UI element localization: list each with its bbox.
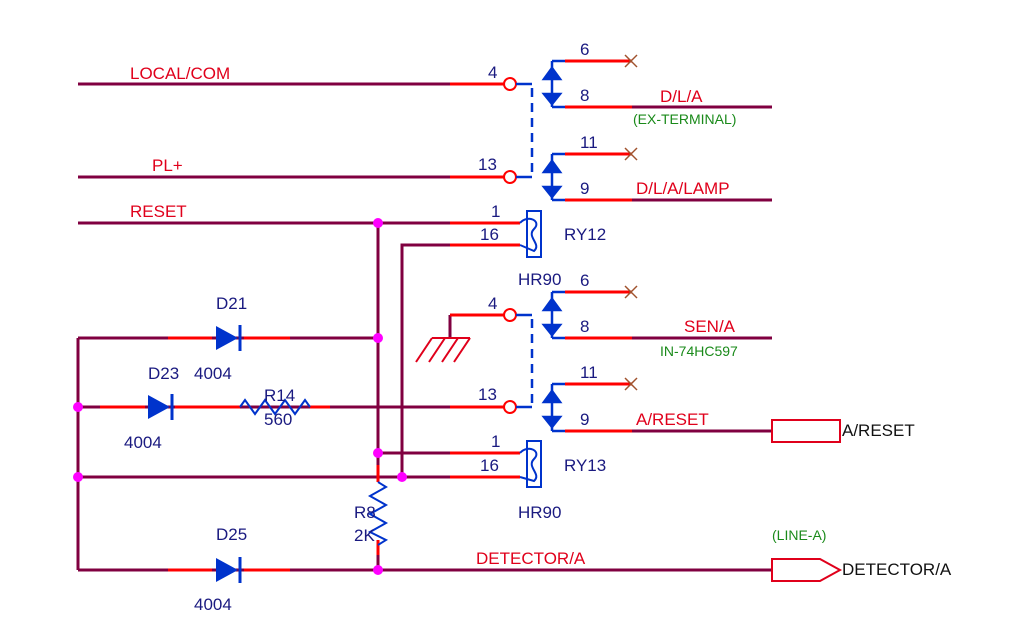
diode-body <box>216 326 238 350</box>
pin-number: 11 <box>580 133 598 152</box>
resistor-value-r14: 560 <box>264 410 292 429</box>
diode-body <box>216 558 238 582</box>
net-label-a-reset: A/RESET <box>636 410 709 429</box>
pin-number: 13 <box>478 385 497 404</box>
net-label-local-com: LOCAL/COM <box>130 64 230 83</box>
contact-tip-down <box>541 185 563 200</box>
pin-number: 16 <box>480 225 499 244</box>
diode-d23 <box>148 394 174 420</box>
port-a-reset <box>771 419 841 443</box>
contact-tip-down <box>541 415 563 430</box>
relay-ry12-contacts <box>503 59 565 202</box>
contact-circle <box>503 170 517 184</box>
junction-dot <box>373 565 383 575</box>
junction-dot <box>73 472 83 482</box>
net-label-reset: RESET <box>130 202 187 221</box>
contact-circle <box>503 77 517 91</box>
coil-body <box>526 440 542 488</box>
coil-body <box>526 210 542 258</box>
pin-number: 6 <box>580 271 589 290</box>
pin-number: 9 <box>580 410 589 429</box>
port-label-detector-a: DETECTOR/A <box>842 560 952 579</box>
diode-ref-d25: D25 <box>216 525 247 544</box>
comment-ex-terminal: (EX-TERMINAL) <box>633 111 736 127</box>
coil-winding <box>519 217 538 253</box>
no-connect-markers <box>624 54 638 391</box>
pin-number: 13 <box>478 155 497 174</box>
net-label-detector-a: DETECTOR/A <box>476 549 586 568</box>
contact-tip-up <box>541 65 563 81</box>
relay-ref-ry13: RY13 <box>564 456 606 475</box>
contact-tip-down <box>541 323 563 338</box>
pin-number: 9 <box>580 179 589 198</box>
relay-ry13-contacts <box>503 290 565 433</box>
pin-number: 4 <box>488 63 497 82</box>
diode-value-d21: 4004 <box>194 364 232 383</box>
contact-circle <box>503 308 517 322</box>
pin-number: 4 <box>488 294 497 313</box>
net-label-dla-lamp: D/L/A/LAMP <box>636 179 730 198</box>
coil-winding <box>519 447 538 483</box>
junction-dot <box>373 448 383 458</box>
net-label-dla: D/L/A <box>660 87 703 106</box>
no-connect-icon <box>624 377 638 391</box>
junction-dot <box>73 402 83 412</box>
pin-number: 8 <box>580 86 589 105</box>
contact-tip-up <box>541 388 563 404</box>
comment-line-a: (LINE-A) <box>772 527 826 543</box>
pin-number: 16 <box>480 456 499 475</box>
pin-number: 6 <box>580 40 589 59</box>
pin-number: 11 <box>580 363 598 382</box>
resistor-r14 <box>239 398 311 416</box>
net-label-sen-a: SEN/A <box>684 317 736 336</box>
junction-dot <box>397 472 407 482</box>
contact-tip-down <box>541 92 563 107</box>
resistor-value-r8: 2K <box>354 526 375 545</box>
junction-dot <box>373 333 383 343</box>
diode-value-d25: 4004 <box>194 595 232 614</box>
resistor-ref-r14: R14 <box>264 386 295 405</box>
wire-ry12-pin16 <box>400 243 450 477</box>
pin-number: 1 <box>491 202 500 221</box>
pin-number: 1 <box>491 432 500 451</box>
relay-ref-ry12: RY12 <box>564 225 606 244</box>
pin-number: 8 <box>580 317 589 336</box>
pin-stubs <box>100 59 632 572</box>
net-label-pl-plus: PL+ <box>152 156 183 175</box>
contact-tip-up <box>541 158 563 174</box>
comment-in-74hc597: IN-74HC597 <box>660 343 738 359</box>
no-connect-icon <box>624 54 638 68</box>
relay-part-ry13: HR90 <box>518 503 561 522</box>
port-label-a-reset: A/RESET <box>842 421 915 440</box>
diode-d21 <box>216 325 242 351</box>
port-detector-a <box>771 558 843 582</box>
no-connect-icon <box>624 285 638 299</box>
relay-part-ry12: HR90 <box>518 270 561 289</box>
diode-ref-d23: D23 <box>148 364 179 383</box>
diode-ref-d21: D21 <box>216 294 247 313</box>
resistor-r8 <box>367 481 389 546</box>
ground-icon <box>415 337 471 363</box>
diode-body <box>148 395 170 419</box>
junctions <box>73 218 407 575</box>
diode-value-d23: 4004 <box>124 433 162 452</box>
no-connect-icon <box>624 147 638 161</box>
relay-ry12-coil <box>519 210 542 258</box>
contact-circle <box>503 400 517 414</box>
diode-d25 <box>216 557 242 583</box>
relay-ry13-coil <box>519 440 542 488</box>
resistor-ref-r8: R8 <box>354 503 376 522</box>
junction-dot <box>373 218 383 228</box>
contact-tip-up <box>541 296 563 312</box>
